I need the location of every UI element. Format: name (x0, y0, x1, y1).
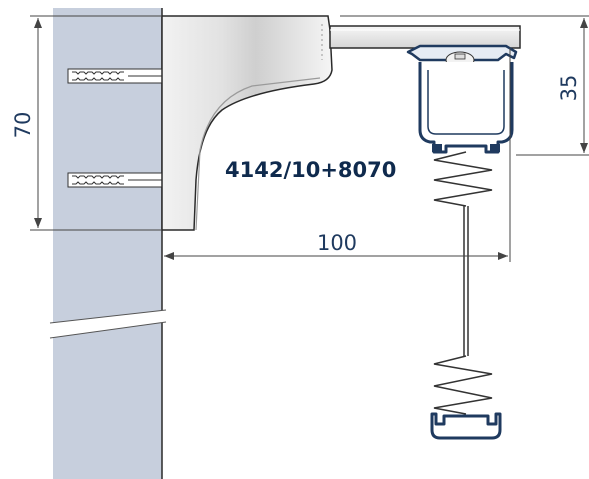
wall-bracket (161, 15, 333, 231)
dimension-drop: 35 (340, 15, 589, 156)
bracket-arm (329, 25, 521, 49)
dimension-projection: 100 (164, 48, 511, 262)
wall (49, 8, 167, 479)
spring-top (433, 151, 493, 207)
spring-bottom (433, 355, 493, 415)
wall-anchor-bottom (67, 172, 163, 188)
dimension-projection-label: 100 (317, 231, 357, 255)
bottom-rail-profile (430, 412, 502, 440)
dimension-drop-label: 35 (557, 75, 581, 102)
dimension-height-label: 70 (11, 112, 35, 139)
product-code: 4142/10+8070 (225, 158, 396, 182)
wall-anchor-top (67, 68, 163, 84)
dimension-height: 70 (11, 15, 162, 231)
curtain-track-profile (418, 62, 514, 154)
cord (463, 206, 469, 356)
